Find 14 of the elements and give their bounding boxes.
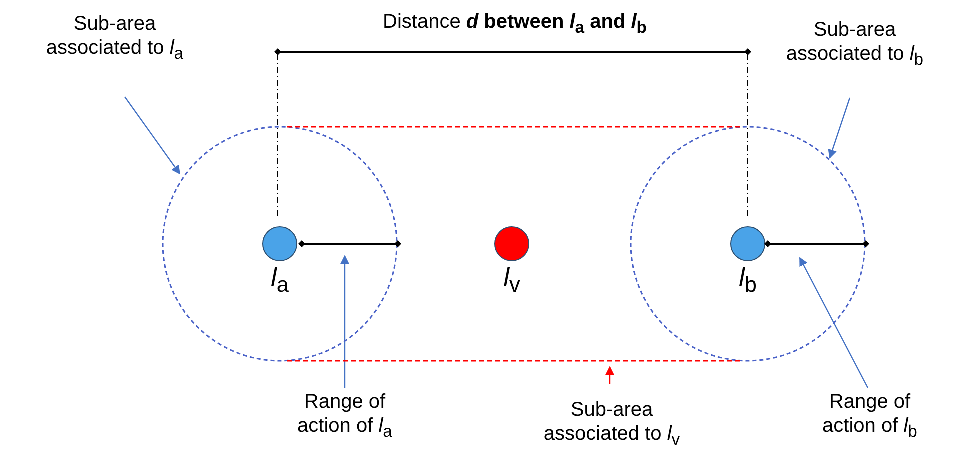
leader-line: [124, 96, 181, 175]
leader-line: [799, 257, 869, 388]
leader-line: [828, 98, 851, 159]
callout-text: Range of action of l$_{a}$: [296, 390, 394, 443]
callout-text: Range of action of l$_{b}$: [822, 390, 918, 443]
leader-line: [340, 255, 350, 388]
point-label: l$_{b}$: [738, 262, 758, 300]
dimension-label: Distance d between l$_{a}$ and l$_{b}$: [382, 10, 648, 39]
callout-text: Sub-area associated to l$_{b}$: [785, 18, 925, 71]
point-label: l$_{v}$: [502, 262, 522, 300]
callout-text: Sub-area associated to l$_{a}$: [45, 12, 185, 65]
point-label: l$_{a}$: [270, 262, 290, 300]
leader-line: [606, 366, 614, 384]
callout-text: Sub-area associated to l$_{v}$: [542, 398, 682, 451]
